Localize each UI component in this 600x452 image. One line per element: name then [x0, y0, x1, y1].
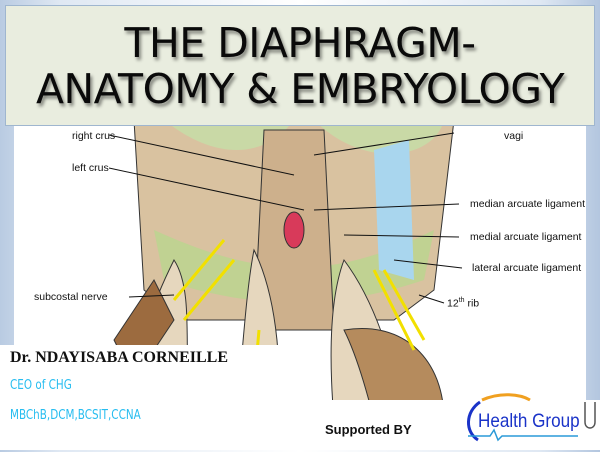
- author-panel: [0, 345, 300, 450]
- label-12th-rib: 12th rib: [447, 297, 479, 310]
- health-group-logo-graphic: Health Group: [467, 393, 596, 442]
- rib-number: 12: [447, 297, 459, 310]
- diaphragm-drawing: [108, 120, 463, 420]
- title-line-1: THE DIAPHRAGM-: [124, 18, 476, 67]
- author-name: Dr. NDAYISABA CORNEILLE: [10, 349, 228, 366]
- label-left-crus: left crus: [72, 162, 109, 174]
- title-box: THE DIAPHRAGM- ANATOMY & EMBRYOLOGY: [5, 5, 595, 126]
- health-group-logo: Health Group: [460, 392, 600, 447]
- rib-suffix: th: [458, 297, 465, 304]
- label-median-arcuate: median arcuate ligament: [470, 198, 585, 210]
- author-qualifications: MBChB,DCM,BCSIT,CCNA: [10, 408, 141, 423]
- label-medial-arcuate: medial arcuate ligament: [470, 231, 582, 243]
- rib-word: rib: [464, 297, 480, 310]
- label-lateral-arcuate: lateral arcuate ligament: [472, 262, 582, 274]
- title-line-2: ANATOMY & EMBRYOLOGY: [35, 64, 565, 113]
- support-panel: [300, 400, 600, 450]
- label-subcostal-nerve: subcostal nerve: [34, 291, 108, 303]
- author-role: CEO of CHG: [10, 378, 72, 393]
- label-right-crus: right crus: [72, 130, 116, 142]
- supported-by-label: Supported BY: [325, 422, 412, 437]
- label-vagi: vagi: [504, 130, 524, 142]
- svg-text:Health Group: Health Group: [478, 410, 580, 431]
